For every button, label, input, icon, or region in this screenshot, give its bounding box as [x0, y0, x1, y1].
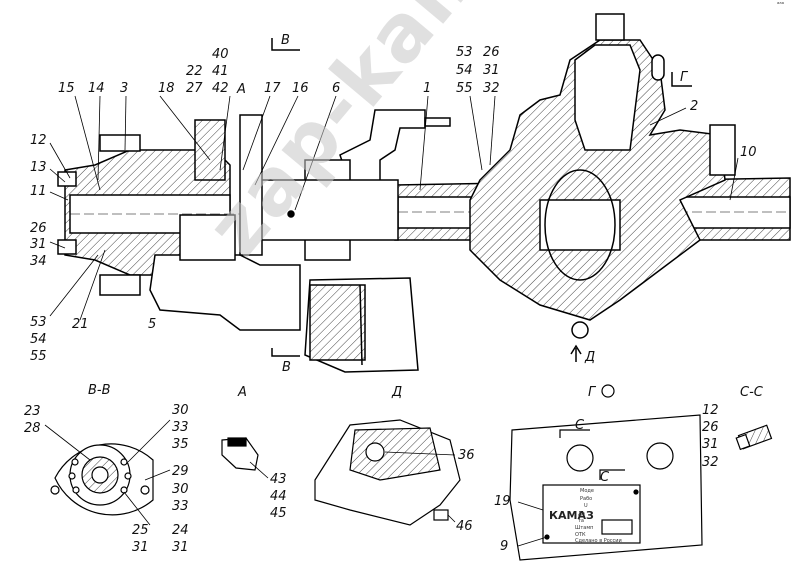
part-10: 10 [740, 145, 757, 160]
plate-line-3: U [584, 503, 588, 509]
cc-part-12: 12 [702, 403, 719, 418]
part-53-left: 53 [30, 315, 47, 330]
bb-part-33a: 33 [172, 420, 189, 435]
section-marks [271, 38, 692, 362]
bb-part-35: 35 [172, 437, 189, 452]
part-26-right: 26 [483, 45, 500, 60]
d-part-36: 36 [458, 448, 475, 463]
part-21: 21 [72, 317, 89, 332]
part-53-right: 53 [456, 45, 473, 60]
section-c-bottom: С [600, 470, 610, 485]
view-d-detail [314, 419, 461, 526]
g-part-9: 9 [500, 539, 509, 554]
cc-part-32: 32 [702, 455, 719, 470]
differential-housing [469, 13, 736, 339]
bb-part-31a: 31 [132, 540, 149, 555]
view-bb-drum [44, 419, 171, 526]
part-26: 26 [30, 221, 47, 236]
plate-line-7: ОТК [575, 532, 586, 538]
section-c-top: С [575, 418, 585, 433]
view-cc-bolt [735, 424, 773, 451]
part-54-left: 54 [30, 332, 47, 347]
bb-part-31b: 31 [172, 540, 189, 555]
plate-line-1: Моде [580, 488, 594, 494]
brake-mechanism [149, 114, 301, 331]
a-part-45: 45 [270, 506, 287, 521]
view-title-d: Д [392, 385, 403, 400]
part-31: 31 [30, 237, 47, 252]
part-42: 42 [212, 81, 229, 96]
part-1: 1 [423, 81, 432, 96]
part-54-right: 54 [456, 63, 473, 78]
view-g-housing [509, 384, 703, 561]
kamaz-brand: КАМАЗ [549, 509, 594, 522]
part-5: 5 [148, 317, 157, 332]
part-55-right: 55 [456, 81, 473, 96]
part-3: 3 [120, 81, 129, 96]
section-a-main: А [237, 82, 246, 97]
plate-line-5: та [578, 518, 584, 524]
suspension-bracket [257, 109, 451, 261]
bb-part-29: 29 [172, 464, 189, 479]
part-14: 14 [88, 81, 105, 96]
part-31-right: 31 [483, 63, 500, 78]
view-title-bb: В-В [88, 383, 111, 398]
view-title-cc: С-С [740, 385, 763, 400]
part-32-right: 32 [483, 81, 500, 96]
part-22: 22 [186, 64, 203, 79]
view-a-detail [221, 437, 269, 479]
part-17: 17 [264, 81, 281, 96]
part-16: 16 [292, 81, 309, 96]
part-12: 12 [30, 133, 47, 148]
d-part-46: 46 [456, 519, 473, 534]
bb-part-30b: 30 [172, 482, 189, 497]
section-b-top: В [281, 33, 290, 48]
part-55-left: 55 [30, 349, 47, 364]
section-g-top: Г [680, 70, 688, 85]
plate-line-4: Да [578, 511, 585, 517]
plate-line-2: Рабо [580, 496, 593, 502]
plate-line-8: Сделано в России [575, 538, 622, 544]
part-2: 2 [690, 99, 699, 114]
view-title-g: Г [588, 385, 596, 400]
a-part-43: 43 [270, 472, 287, 487]
part-6: 6 [332, 81, 341, 96]
corner-mark: ᵃᵃᵃ [777, 1, 785, 8]
section-d-arrow: Д [585, 350, 596, 365]
a-part-44: 44 [270, 489, 287, 504]
cc-part-31: 31 [702, 437, 719, 452]
part-18: 18 [158, 81, 175, 96]
bb-part-25: 25 [132, 523, 149, 538]
leader-lines [49, 95, 739, 321]
part-15: 15 [58, 81, 75, 96]
bb-part-30a: 30 [172, 403, 189, 418]
part-40: 40 [212, 47, 229, 62]
part-41: 41 [212, 64, 229, 79]
part-34: 34 [30, 254, 47, 269]
brake-chamber [304, 277, 419, 373]
part-13: 13 [30, 160, 47, 175]
g-part-19: 19 [494, 494, 511, 509]
plate-line-6: Штамп [575, 525, 594, 531]
part-11: 11 [30, 184, 47, 199]
bb-part-28: 28 [24, 421, 41, 436]
bb-part-23: 23 [24, 404, 41, 419]
part-27: 27 [186, 81, 203, 96]
bb-part-24: 24 [172, 523, 189, 538]
section-b-bottom: В [282, 360, 291, 375]
bb-part-33b: 33 [172, 499, 189, 514]
view-title-a: А [238, 385, 247, 400]
cc-part-26: 26 [702, 420, 719, 435]
